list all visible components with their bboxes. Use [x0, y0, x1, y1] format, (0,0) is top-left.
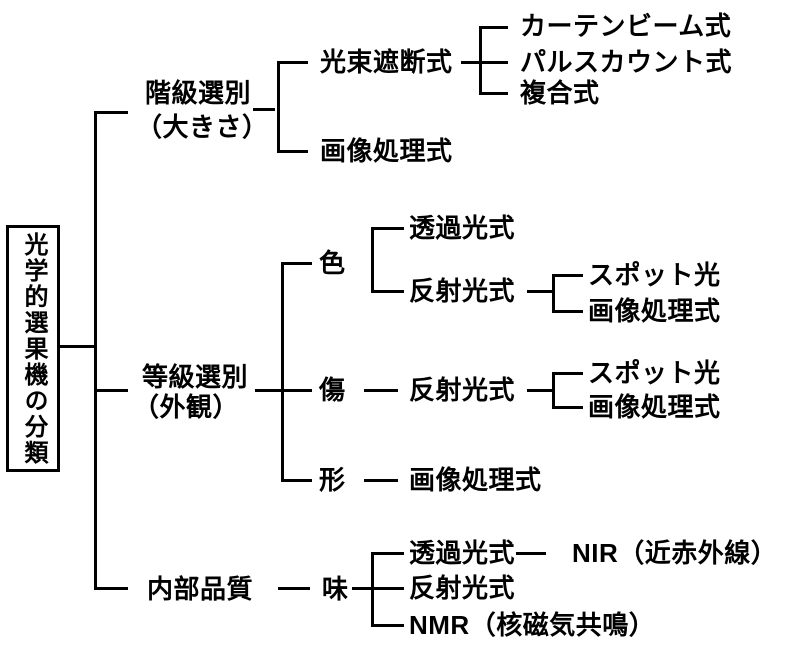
node-blemish: 傷	[319, 375, 346, 405]
node-spot-light-1: スポット光	[588, 260, 721, 290]
transmitted-light-1-stub-line	[371, 227, 404, 230]
node-image-processing-1: 画像処理式	[320, 136, 453, 166]
shape-stub-line	[281, 479, 312, 482]
nir-dash-line	[516, 552, 546, 555]
image-processing-1-stub-line	[277, 150, 308, 153]
image-processing-2-stub-line	[552, 310, 583, 313]
node-reflected-light-1: 反射光式	[409, 276, 516, 306]
spot-light-2-stub-line	[552, 372, 583, 375]
node-size-grading-line2: （大きさ）	[136, 112, 269, 142]
node-reflected-light-3: 反射光式	[409, 573, 516, 603]
node-image-processing-4: 画像処理式	[409, 465, 542, 495]
reflected-light-1-stub-line	[371, 290, 404, 293]
reflected-light-1-dash-line	[527, 290, 555, 293]
node-pulse-count: パルスカウント式	[520, 47, 733, 77]
node-nir: NIR（近赤外線）	[572, 538, 778, 568]
node-composite: 複合式	[520, 78, 600, 108]
node-color: 色	[319, 248, 346, 278]
internal-quality-branch-line	[94, 587, 128, 590]
spot-light-1-stub-line	[552, 274, 583, 277]
node-curtain-beam: カーテンビーム式	[520, 11, 732, 41]
spot-light-1-bracket-line	[552, 274, 555, 313]
nmr-stub-line	[371, 624, 404, 627]
spot-light-2-bracket-line	[552, 372, 555, 409]
internal-quality-dash-line	[278, 587, 310, 590]
image-processing-3-stub-line	[552, 406, 583, 409]
reflected-light-3-stub-line	[371, 587, 404, 590]
blemish-dash-line	[364, 389, 398, 392]
node-spot-light-2: スポット光	[588, 358, 721, 388]
color-children-bracket-line	[371, 227, 374, 293]
size-grading-bracket-line	[277, 61, 280, 153]
node-image-processing-2: 画像処理式	[588, 296, 721, 326]
node-reflected-light-2: 反射光式	[409, 375, 516, 405]
grade-sorting-bracket-line	[281, 262, 284, 482]
grade-sorting-dash-line	[255, 389, 283, 392]
trunk-line	[94, 111, 97, 590]
size-grading-dash-line	[253, 108, 275, 111]
node-nmr: NMR（核磁気共鳴）	[409, 610, 656, 640]
node-size-grading-line1: 階級選別	[145, 78, 252, 108]
node-taste: 味	[322, 574, 349, 604]
node-image-processing-3: 画像処理式	[588, 392, 721, 422]
root-connector-line	[60, 345, 94, 348]
transmitted-light-2-stub-line	[371, 552, 404, 555]
beam-interruption-stub-line	[277, 61, 308, 64]
node-transmitted-light-1: 透過光式	[409, 213, 516, 243]
taste-dash-line	[352, 587, 374, 590]
composite-stub-line	[479, 92, 508, 95]
size-grading-branch-line	[94, 111, 128, 114]
curtain-beam-stub-line	[479, 26, 508, 29]
beam-interruption-dash-line	[461, 61, 508, 64]
beam-types-bracket-line	[479, 26, 482, 95]
color-stub-line	[281, 262, 312, 265]
node-shape: 形	[319, 465, 346, 495]
node-beam-interruption: 光束遮断式	[320, 47, 453, 77]
root-node-label: 光学的選果機の分類	[20, 231, 47, 466]
node-internal-quality: 内部品質	[147, 574, 254, 604]
shape-dash-line	[364, 479, 398, 482]
node-grade-sorting-line1: 等級選別	[142, 362, 249, 392]
node-transmitted-light-2: 透過光式	[409, 538, 516, 568]
reflected-light-2-dash-line	[527, 389, 555, 392]
node-grade-sorting-line2: （外観）	[133, 392, 240, 422]
blemish-stub-line	[281, 389, 312, 392]
grade-sorting-branch-line	[94, 389, 128, 392]
root-node-box: 光学的選果機の分類	[6, 225, 60, 472]
